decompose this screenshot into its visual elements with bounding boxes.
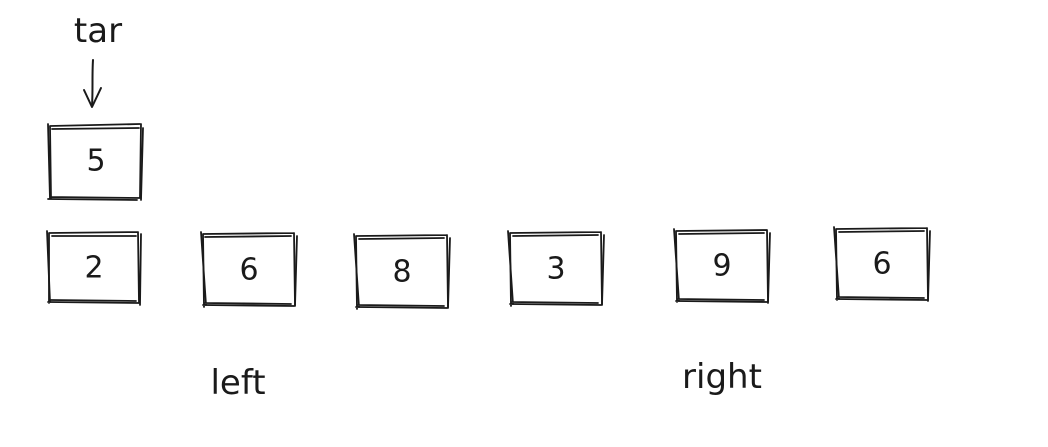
- target-value: 5: [86, 144, 105, 179]
- array-cell-4: [673, 228, 771, 304]
- target-box: [47, 123, 144, 201]
- array-value-5: 6: [872, 247, 891, 282]
- array-value-4: 9: [712, 249, 731, 284]
- target-label: tar: [74, 11, 122, 51]
- array-value-1: 6: [239, 253, 258, 288]
- left-pointer-label: left: [210, 363, 265, 403]
- array-cell-5: [833, 226, 931, 302]
- array-value-3: 3: [546, 252, 565, 287]
- array-cell-2: [353, 233, 451, 310]
- array-value-2: 8: [392, 255, 411, 290]
- right-pointer-label: right: [682, 357, 762, 397]
- array-cell-0: [46, 230, 142, 306]
- array-cell-1: [200, 231, 298, 308]
- array-cell-3: [507, 230, 605, 307]
- array-value-0: 2: [84, 251, 103, 286]
- target-arrow-icon: [83, 59, 102, 108]
